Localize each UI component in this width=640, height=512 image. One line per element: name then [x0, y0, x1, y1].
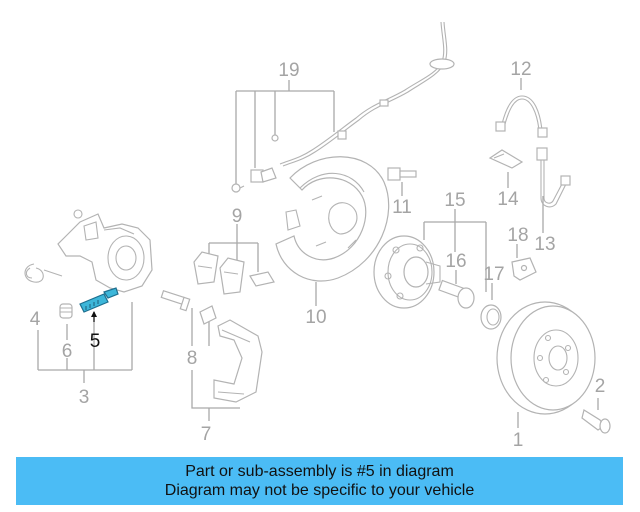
caliper-bracket-7 [213, 319, 263, 403]
brake-hose-12 [495, 95, 548, 138]
callout-6: 6 [62, 341, 73, 362]
callout-14: 14 [497, 189, 519, 210]
callout-numbers: 1 2 3 4 5 6 7 8 9 10 11 12 13 14 15 16 1… [30, 59, 606, 451]
clip-14 [488, 149, 524, 169]
spring-4 [24, 263, 63, 283]
brake-pads-9 [193, 251, 275, 295]
splash-shield-10 [275, 156, 390, 282]
info-banner: Part or sub-assembly is #5 in diagram Di… [16, 457, 623, 505]
callout-2: 2 [595, 376, 606, 397]
callout-11: 11 [392, 197, 412, 218]
brake-line-13 [536, 147, 571, 208]
hub-assembly-15 [373, 235, 441, 309]
abs-sensor-wire-19 [231, 21, 455, 193]
callout-3: 3 [79, 387, 90, 408]
screw-2 [581, 409, 611, 434]
guide-pin-8 [160, 289, 217, 325]
caliper-3 [57, 209, 153, 293]
leader-lines [37, 78, 599, 428]
bleeder-screw-5 [79, 287, 119, 322]
bleeder-cap-6 [59, 303, 73, 319]
parts-diagram: 1 2 3 4 5 6 7 8 9 10 11 12 13 14 15 16 1… [24, 21, 611, 451]
banner-line-disclaimer: Diagram may not be specific to your vehi… [164, 482, 475, 499]
cap-17 [480, 304, 502, 330]
callout-7: 7 [201, 424, 212, 445]
banner-line-part-number: Part or sub-assembly is #5 in diagram [185, 463, 454, 480]
callout-18: 18 [507, 225, 528, 246]
callout-5: 5 [90, 331, 101, 352]
callout-13: 13 [534, 234, 555, 255]
callout-19: 19 [278, 60, 299, 81]
callout-16: 16 [445, 251, 466, 272]
callout-12: 12 [510, 59, 531, 80]
bolt-11 [387, 167, 417, 181]
hub-bolt-16 [438, 279, 475, 309]
callout-9: 9 [232, 206, 243, 227]
callout-1: 1 [513, 430, 524, 451]
callout-8: 8 [187, 348, 198, 369]
callout-10: 10 [305, 307, 326, 328]
callout-17: 17 [483, 264, 504, 285]
callout-15: 15 [444, 190, 465, 211]
callout-4: 4 [30, 309, 41, 330]
bracket-18 [511, 257, 537, 281]
brake-rotor-1 [496, 301, 596, 415]
